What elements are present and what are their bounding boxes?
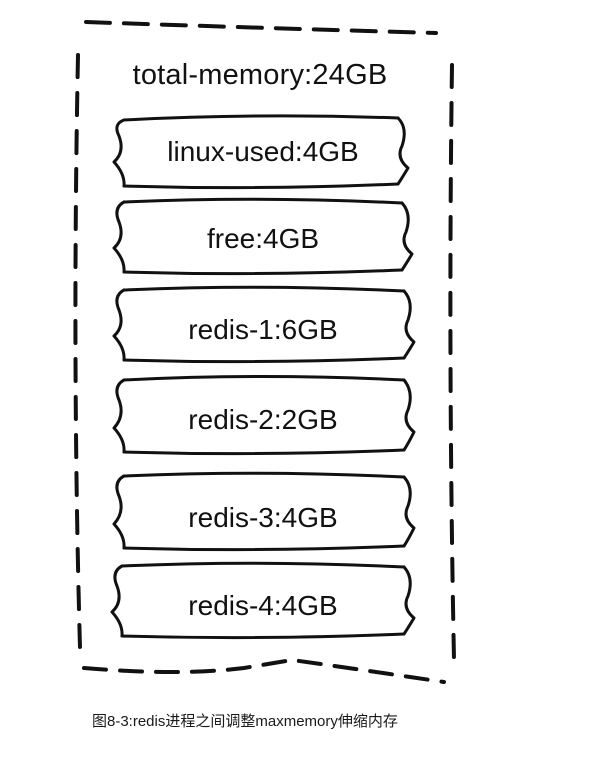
outer-dashed-border: [73, 20, 456, 684]
memory-box-redis-3: [112, 471, 416, 552]
memory-boxes: [110, 114, 416, 640]
box-label-linux-used: linux-used:4GB: [167, 136, 359, 167]
memory-box-redis-2: [112, 375, 416, 456]
memory-box-redis-4: [110, 561, 416, 640]
box-label-redis-4: redis-4:4GB: [188, 590, 338, 621]
box-label-free: free:4GB: [206, 223, 320, 254]
memory-box-free: [112, 197, 414, 276]
box-label-redis-2: redis-2:2GB: [188, 404, 338, 435]
memory-box-linux-used: [112, 114, 410, 190]
total-memory-label: total-memory:24GB: [132, 59, 388, 91]
memory-box-redis-1: [112, 285, 416, 364]
box-label-redis-1: redis-1:6GB: [188, 314, 338, 345]
figure-caption: 图8-3:redis进程之间调整maxmemory伸缩内存: [92, 713, 398, 730]
box-label-redis-3: redis-3:4GB: [188, 502, 338, 533]
